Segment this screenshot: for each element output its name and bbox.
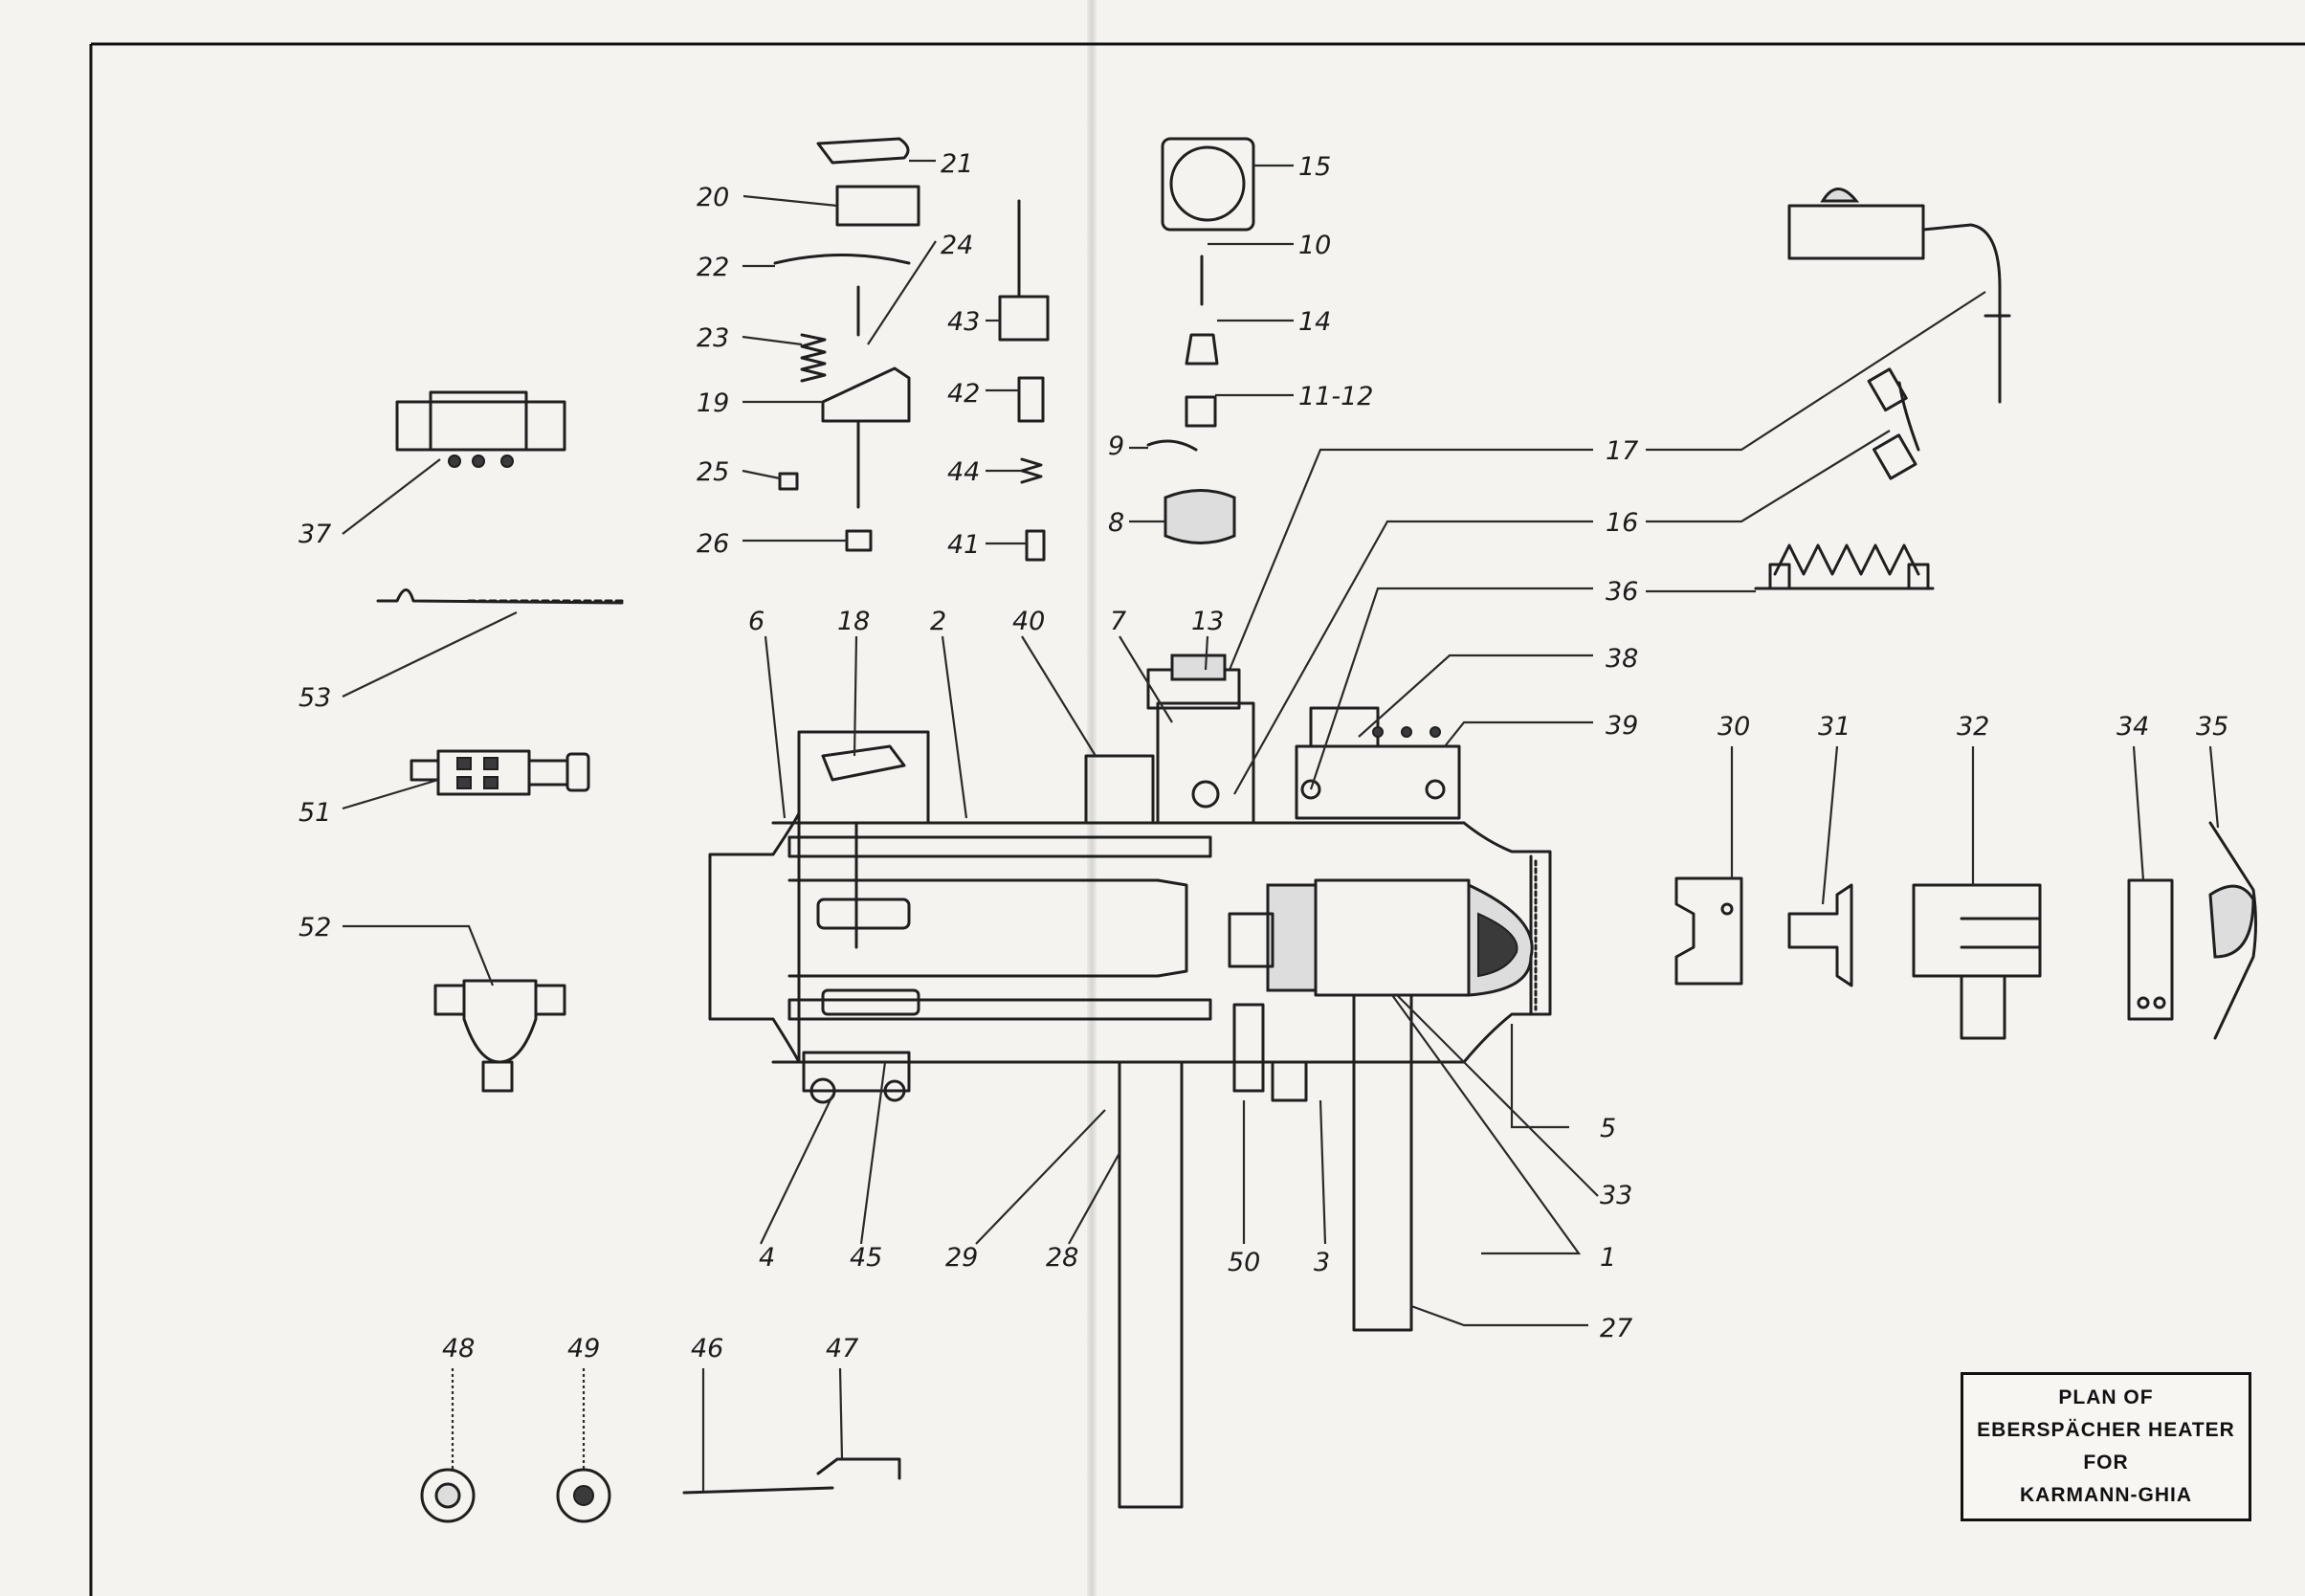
label-32: 32 [1957,712,1989,742]
label-50: 50 [1228,1248,1260,1277]
label-19: 19 [697,388,729,418]
label-10: 10 [1298,231,1331,260]
bottom-small-parts [420,1457,901,1523]
label-30: 30 [1718,712,1750,742]
label-23: 23 [697,323,729,353]
label-5: 5 [1600,1114,1616,1143]
right-parts [1674,188,2257,1040]
label-33: 33 [1600,1181,1632,1210]
label-43: 43 [947,307,980,337]
label-14: 14 [1298,307,1331,337]
switch-51 [410,749,590,796]
label-17: 17 [1606,436,1638,466]
label-20: 20 [697,183,729,212]
label-13: 13 [1191,607,1224,636]
label-24: 24 [941,231,973,260]
label-51: 51 [299,798,331,828]
fuel-pump-parts [1146,137,1255,544]
label-34: 34 [2117,712,2149,742]
fuel-filter-52 [433,979,566,1093]
label-15: 15 [1298,152,1331,182]
label-52: 52 [299,913,331,942]
part-labels: 1 2 3 4 5 6 7 8 9 10 11-12 13 14 15 16 1… [299,149,2228,1363]
label-3: 3 [1314,1248,1330,1277]
label-6: 6 [748,607,765,636]
label-49: 49 [567,1334,600,1363]
title-block: PLAN OF EBERSPÄCHER HEATER FOR KARMANN-G… [1961,1372,2251,1521]
label-16: 16 [1606,508,1638,538]
label-39: 39 [1606,711,1638,741]
label-48: 48 [442,1334,475,1363]
page-frame [89,42,2305,1596]
upper-left-parts [773,137,920,552]
label-22: 22 [697,253,729,282]
label-31: 31 [1818,712,1851,742]
label-25: 25 [697,457,729,487]
label-28: 28 [1046,1243,1078,1273]
label-45: 45 [850,1243,882,1273]
label-46: 46 [691,1334,723,1363]
label-35: 35 [2196,712,2228,742]
label-37: 37 [299,520,331,549]
label-7: 7 [1110,607,1126,636]
label-40: 40 [1012,607,1045,636]
label-26: 26 [697,529,729,559]
label-36: 36 [1606,577,1638,607]
label-44: 44 [947,457,980,487]
title-line-1: PLAN OF [2058,1386,2154,1408]
label-38: 38 [1606,644,1638,674]
label-1: 1 [1600,1243,1616,1273]
leader-lines [342,159,2220,1491]
page-fold-shadow [1087,0,1097,1596]
relay-37 [395,390,566,468]
label-11-12: 11-12 [1298,382,1373,411]
label-29: 29 [945,1243,978,1273]
heater-body-assembly [708,654,1552,1509]
label-18: 18 [837,607,870,636]
label-27: 27 [1600,1314,1632,1343]
cable-53 [376,588,624,605]
title-line-2: EBERSPÄCHER HEATER [1977,1419,2235,1441]
label-41: 41 [947,530,980,560]
label-4: 4 [759,1243,775,1273]
label-2: 2 [930,607,946,636]
label-21: 21 [941,149,973,179]
label-47: 47 [826,1334,858,1363]
label-42: 42 [947,379,980,409]
label-9: 9 [1108,432,1124,461]
label-8: 8 [1108,508,1124,538]
upper-mid-parts [998,199,1050,562]
title-line-4: KARMANN-GHIA [2020,1484,2192,1506]
title-line-3: FOR [2083,1452,2129,1474]
label-53: 53 [299,683,331,713]
